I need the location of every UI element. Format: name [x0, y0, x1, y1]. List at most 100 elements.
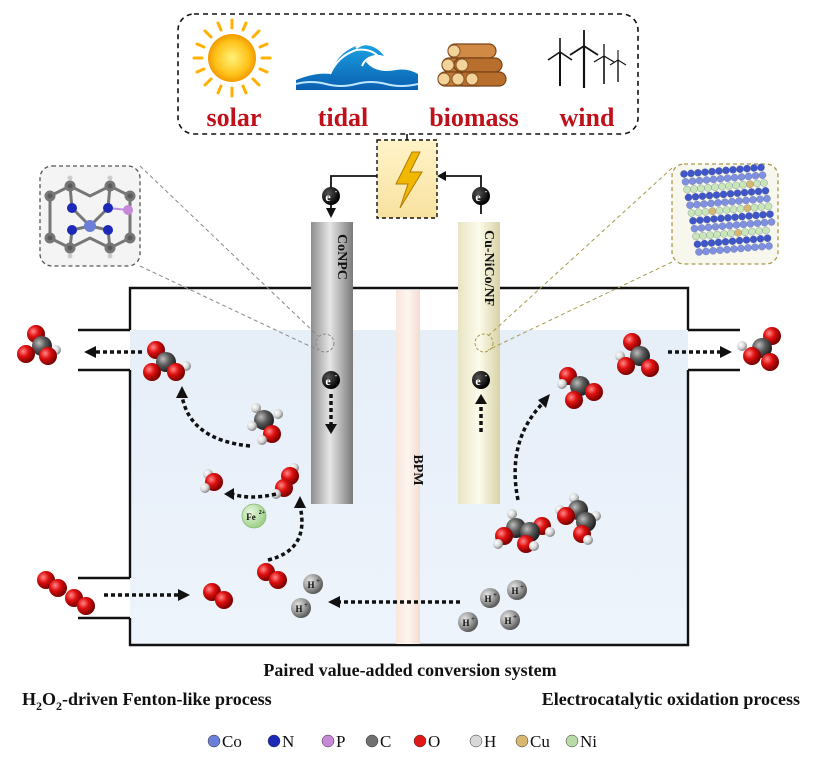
legend-item-cu: Cu	[515, 732, 550, 751]
arrow-h2o2-fenton	[231, 492, 277, 499]
lattice-atom	[735, 236, 744, 245]
lattice-atom	[766, 210, 774, 218]
lattice-atom	[723, 245, 731, 254]
bipolar-membrane	[396, 290, 420, 644]
lattice-atom	[690, 185, 698, 193]
lattice-atom	[752, 211, 760, 220]
lattice-atom	[714, 238, 723, 247]
system-caption: Paired value-added conversion system	[263, 660, 556, 680]
atom-h	[557, 379, 567, 389]
svg-text:Cu: Cu	[530, 732, 550, 751]
lattice-atom	[746, 180, 754, 188]
lattice-atom	[757, 163, 765, 172]
molecules	[17, 325, 781, 615]
lattice-atom	[709, 247, 717, 255]
zoom-spot-cathode	[315, 333, 335, 353]
atom-h	[257, 435, 267, 445]
atom-c	[254, 410, 274, 430]
proton-ions: H+H+H+H+H+H+	[291, 574, 527, 632]
svg-text:H: H	[462, 618, 469, 628]
atom-o	[39, 347, 57, 365]
legend-item-c: C	[365, 732, 391, 751]
lattice-atom	[745, 212, 753, 220]
lattice-atom	[754, 187, 763, 196]
formate-right-2	[615, 333, 659, 377]
svg-text:H: H	[484, 732, 496, 751]
lattice-atom	[760, 218, 769, 227]
lattice-atom	[708, 207, 717, 215]
proton-ion: H+	[458, 612, 478, 632]
lattice-atom	[714, 199, 722, 207]
glycol-2	[555, 493, 601, 545]
lattice-atom	[756, 235, 765, 243]
atom-o	[557, 507, 575, 525]
legend-item-n: N	[267, 732, 294, 751]
water-molecule	[200, 469, 223, 493]
svg-text:+: +	[304, 601, 308, 609]
lattice-atom	[715, 167, 723, 175]
lattice-atom	[749, 196, 757, 204]
lattice-atom	[687, 169, 695, 178]
svg-text:+: +	[493, 591, 497, 599]
proton-ion: H+	[291, 598, 311, 618]
atom-o	[641, 359, 659, 377]
atom-h	[247, 421, 257, 431]
atom-o	[167, 363, 185, 381]
wire-cathode-arrowhead	[326, 208, 336, 218]
zoom-line-right-2	[487, 261, 673, 351]
lattice-atom	[760, 179, 768, 187]
lattice-atom	[695, 248, 703, 256]
atom-h	[545, 527, 555, 537]
zoom-line-left-1	[139, 165, 319, 337]
lattice-atom	[686, 201, 694, 209]
methanol-left	[247, 403, 283, 445]
svg-text:+: +	[316, 577, 320, 585]
right-process-caption: Electrocatalytic oxidation process	[542, 689, 800, 709]
atom-o	[215, 591, 233, 609]
lattice-atom	[724, 214, 732, 222]
lattice-atom	[746, 220, 755, 228]
atom-o	[585, 383, 603, 401]
formate-right-out	[737, 327, 781, 371]
cathode-label: CoNPC	[334, 234, 349, 280]
svg-text:e: e	[475, 374, 481, 388]
lattice-atom	[765, 242, 773, 250]
lattice-atom	[761, 187, 770, 195]
conpc-structure	[44, 175, 136, 259]
lattice-atom	[684, 193, 693, 202]
cell-wall	[128, 370, 690, 647]
lattice-atom	[728, 237, 737, 245]
lattice-atom	[732, 221, 741, 229]
cunico-lattice	[680, 163, 776, 256]
lattice-atom	[688, 177, 697, 185]
svg-text:-: -	[335, 187, 338, 196]
glycol-1	[493, 509, 555, 553]
lattice-atom	[711, 183, 719, 191]
lattice-atom	[758, 171, 767, 179]
svg-text:H: H	[307, 580, 314, 590]
svg-text:-: -	[485, 187, 488, 196]
lattice-atom	[735, 197, 743, 205]
proton-ion: H+	[507, 580, 527, 600]
lightning-icon	[395, 151, 423, 209]
lattice-atom	[743, 204, 752, 212]
lattice-atom	[758, 242, 766, 251]
lattice-atom	[742, 236, 751, 244]
lattice-atom	[738, 212, 746, 221]
lattice-atom	[711, 223, 720, 231]
svg-text:e: e	[325, 374, 331, 388]
lattice-atom	[707, 239, 716, 247]
atom-h	[737, 341, 747, 351]
proton-ion: H+	[480, 588, 500, 608]
lattice-atom	[755, 227, 763, 235]
lattice-atom	[751, 243, 759, 251]
lattice-atom	[716, 175, 725, 183]
lattice-atom	[680, 170, 688, 178]
anode-label: Cu-NiCo/NF	[481, 230, 496, 306]
lattice-atom	[701, 208, 710, 216]
lattice-atom	[707, 199, 715, 208]
conpc-zoom-inset	[39, 165, 141, 267]
